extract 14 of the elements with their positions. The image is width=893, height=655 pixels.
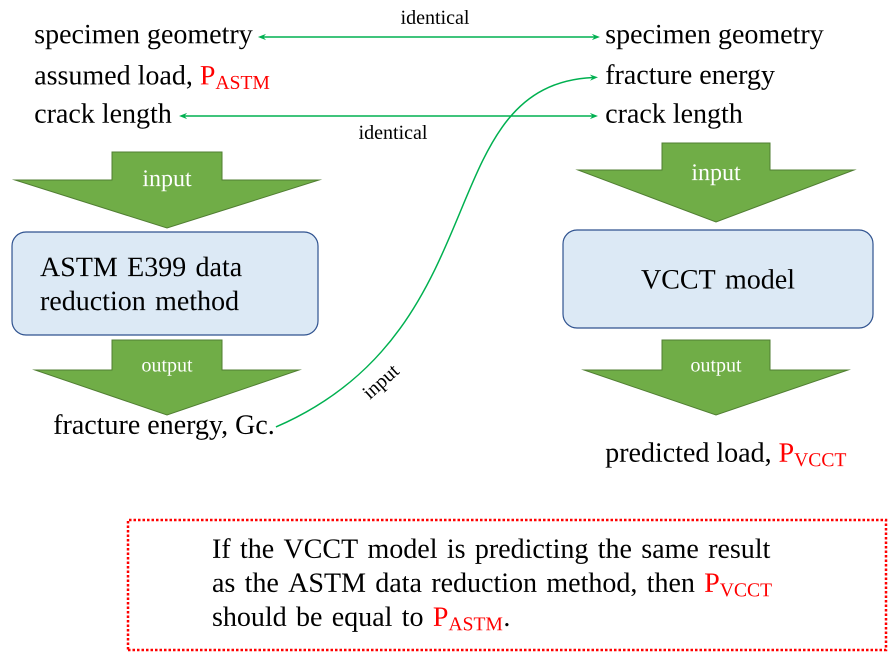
edge-label: identical	[400, 8, 470, 26]
text-label: fracture energy, Gc.	[54, 414, 273, 440]
text-label: crack length	[35, 103, 172, 129]
process-box: VCCT model	[562, 229, 874, 329]
note-box: If the VCCT model is predicting the same result as the ASTM data reduction method, then P$_{VCCT}$ should be equal to P$_{ASTM}$.	[126, 518, 888, 652]
process-box: ASTM E399 data reduction method	[11, 231, 319, 336]
text-label: predicted load, P$_{VCCT}$	[606, 442, 846, 468]
text-label: specimen geometry	[35, 24, 253, 50]
text-label: crack length	[606, 103, 742, 129]
edge-label: identical	[358, 124, 428, 140]
text-label: fracture energy	[606, 64, 775, 90]
edge-label: input	[359, 361, 405, 405]
text-label: assumed load, P$_{ASTM}$	[35, 64, 270, 89]
text-label: specimen geometry	[606, 24, 824, 50]
